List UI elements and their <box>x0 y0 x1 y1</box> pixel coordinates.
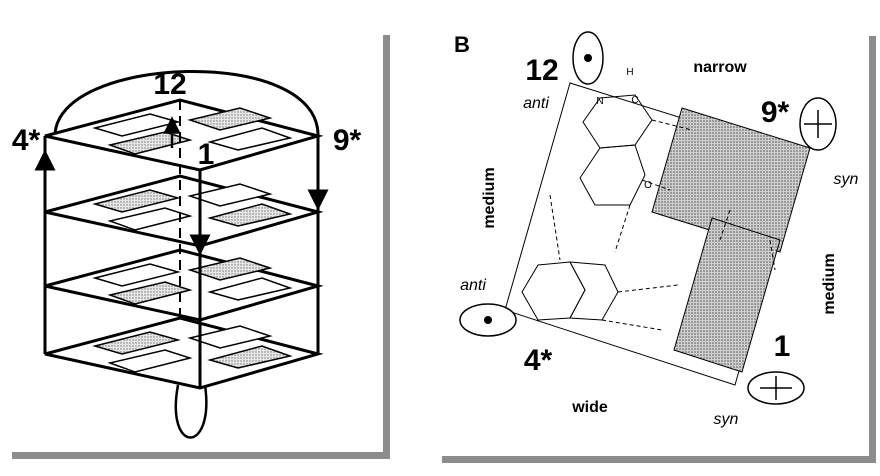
groove-medium-right: medium <box>821 253 838 314</box>
atom-h: H <box>626 67 633 78</box>
syn-base-bottom-right <box>673 217 781 373</box>
conf-anti-bottom: anti <box>460 277 486 294</box>
atom-o: O <box>644 180 652 191</box>
panel-letter: B <box>454 32 470 57</box>
label-1: 1 <box>774 330 791 363</box>
g-tetrad-plates <box>44 98 324 390</box>
strand-dot-bottom <box>459 303 517 337</box>
syn-base-top-right <box>651 107 811 253</box>
g-base-rectangles <box>92 107 293 373</box>
groove-wide: wide <box>571 399 608 416</box>
atom-n: N <box>596 96 603 107</box>
label-1: 1 <box>198 138 215 171</box>
groove-medium-left: medium <box>481 167 498 228</box>
label-4-star: 4* <box>12 124 41 157</box>
g-atom-letters: H N C O <box>596 67 652 191</box>
label-4-star: 4* <box>524 344 553 377</box>
g-anti-bases <box>521 94 653 321</box>
label-9-star: 9* <box>761 96 790 129</box>
strand-dot-top <box>572 31 604 85</box>
strand-cross-top <box>799 97 837 151</box>
bottom-loop <box>174 384 208 439</box>
conf-syn-top: syn <box>834 171 859 188</box>
g-hbonds <box>549 119 776 331</box>
label-12: 12 <box>525 54 558 87</box>
label-9-star: 9* <box>333 124 362 157</box>
panel-b-drawing: B H N C O 12 9* 4* 1 anti syn anti <box>442 31 876 463</box>
panel-b-tetrad-schematic: B H N C O 12 9* 4* 1 anti syn anti <box>430 0 880 471</box>
conf-anti-top: anti <box>523 95 549 112</box>
atom-c: C <box>631 95 638 106</box>
g-syn-bases <box>651 107 811 373</box>
panel-a-frame <box>12 35 390 459</box>
panel-a-quadruplex-topology: 12 1 4* 9* <box>0 0 400 471</box>
g-arrows <box>34 116 329 256</box>
conf-syn-bottom: syn <box>714 411 739 428</box>
label-12: 12 <box>153 68 186 101</box>
panel-b-frame <box>442 36 876 463</box>
groove-narrow: narrow <box>693 59 747 76</box>
top-loop <box>53 69 320 137</box>
strand-cross-bottom <box>747 371 805 405</box>
panel-a-drawing: 12 1 4* 9* <box>12 35 390 459</box>
